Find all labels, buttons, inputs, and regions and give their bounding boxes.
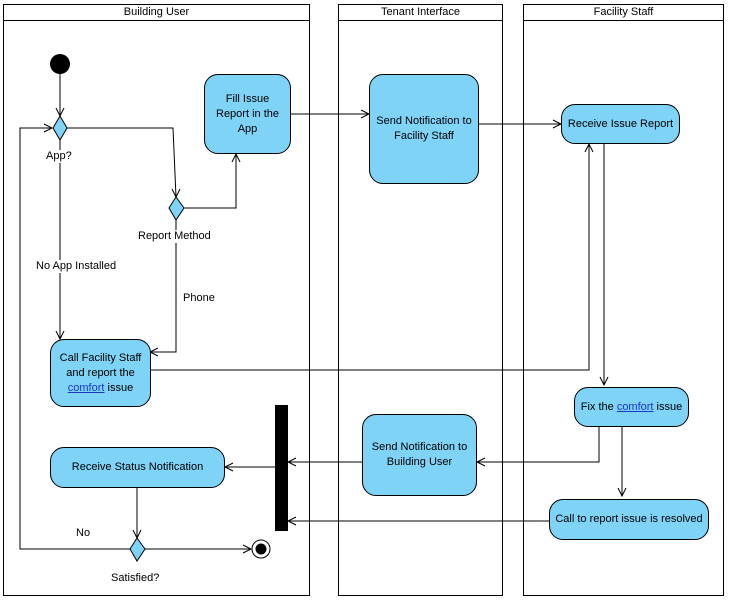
join-bar (275, 405, 288, 531)
node-call-facility-staff: Call Facility Staff and report the comfo… (50, 339, 151, 407)
label-phone: Phone (183, 292, 215, 305)
node-send-notification-user: Send Notification to Building User (362, 414, 477, 496)
edge-phone (150, 220, 177, 353)
label-satisfied: Satisfied? (111, 572, 160, 585)
node-receive-status-notification: Receive Status Notification (50, 447, 225, 488)
node-call-report-resolved: Call to report issue is resolved (549, 499, 709, 540)
lane-facility-staff-title: Facility Staff (524, 5, 723, 21)
lane-tenant-interface-title: Tenant Interface (339, 5, 502, 21)
node-send-notification-staff: Send Notification to Facility Staff (369, 74, 479, 184)
lane-facility-staff: Facility Staff (523, 4, 724, 596)
node-fix-comfort-issue: Fix the comfort issue (574, 387, 689, 427)
label-report-method: Report Method (138, 230, 211, 243)
comfort-link[interactable]: comfort (616, 400, 654, 413)
decision-satisfied (129, 537, 146, 562)
node-receive-issue-report: Receive Issue Report (561, 104, 680, 144)
edge-no-loop (19, 127, 130, 550)
decision-app (52, 115, 68, 141)
edge-fix-to-notify-user (477, 427, 600, 463)
edge-app-to-report-method (67, 127, 177, 198)
node-fill-issue-report: Fill Issue Report in the App (204, 74, 291, 154)
lane-building-user-title: Building User (4, 5, 309, 21)
label-app-decision: App? (46, 150, 72, 163)
label-no: No (76, 527, 91, 540)
edge-call-to-receive (151, 144, 590, 371)
decision-report-method (168, 196, 185, 221)
edge-report-to-fill (184, 154, 237, 209)
label-no-app-installed: No App Installed (36, 260, 117, 273)
comfort-link[interactable]: comfort (67, 381, 105, 394)
start-node (50, 54, 70, 74)
